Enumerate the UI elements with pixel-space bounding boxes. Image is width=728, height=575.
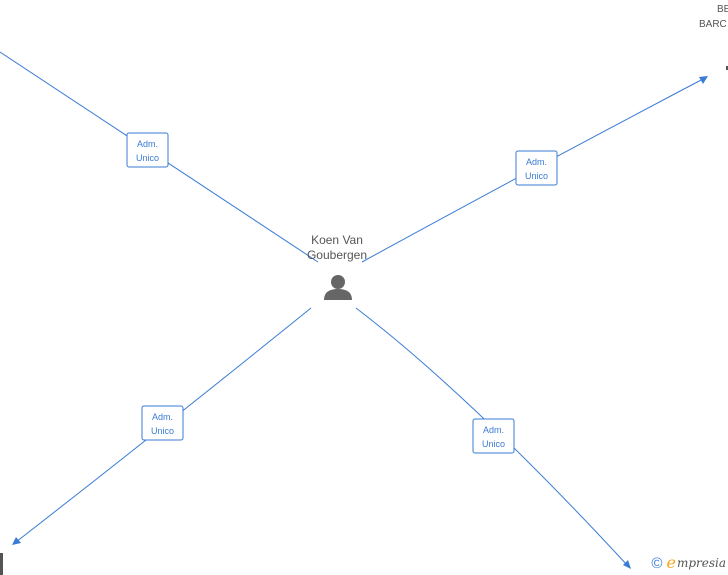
- relation-role-line2: Unico: [136, 153, 159, 163]
- offscreen-node-fragment: [0, 553, 3, 575]
- arrow-top-right-icon: [699, 76, 708, 84]
- arrow-bottom-right-icon: [623, 560, 631, 569]
- person-icon: [324, 275, 352, 300]
- brand-logo-text: mpresia: [676, 556, 726, 570]
- relation-box-top-left[interactable]: Adm. Unico: [126, 132, 169, 168]
- top-right-node[interactable]: BE BARC: [699, 4, 728, 30]
- relation-role-line2: Unico: [151, 426, 174, 436]
- top-right-node-label-line2: BARC: [699, 19, 727, 30]
- relation-box-bottom-right[interactable]: Adm. Unico: [472, 418, 515, 454]
- edge-bottom-right: [355, 307, 629, 567]
- brand-logo-initial: e: [666, 553, 676, 572]
- relation-role-line1: Adm.: [137, 139, 158, 149]
- brand-watermark: © e mpresia: [651, 555, 726, 571]
- top-right-node-label-line1: BE: [717, 4, 728, 15]
- person-name-line2: Goubergen: [307, 248, 367, 262]
- relation-role-line2: Unico: [482, 439, 505, 449]
- relation-role-line1: Adm.: [526, 157, 547, 167]
- offscreen-node-fragment: [726, 66, 728, 70]
- relation-box-top-right[interactable]: Adm. Unico: [515, 150, 558, 186]
- copyright-icon: ©: [651, 554, 663, 572]
- relation-role-line1: Adm.: [152, 412, 173, 422]
- relation-box-bottom-left[interactable]: Adm. Unico: [141, 405, 184, 441]
- center-person-node[interactable]: Koen Van Goubergen: [307, 233, 367, 300]
- person-name-line1: Koen Van: [311, 233, 363, 247]
- arrow-bottom-left-icon: [12, 537, 21, 545]
- edge-top-left: [0, 51, 319, 263]
- relation-role-line2: Unico: [525, 171, 548, 181]
- relation-role-line1: Adm.: [483, 425, 504, 435]
